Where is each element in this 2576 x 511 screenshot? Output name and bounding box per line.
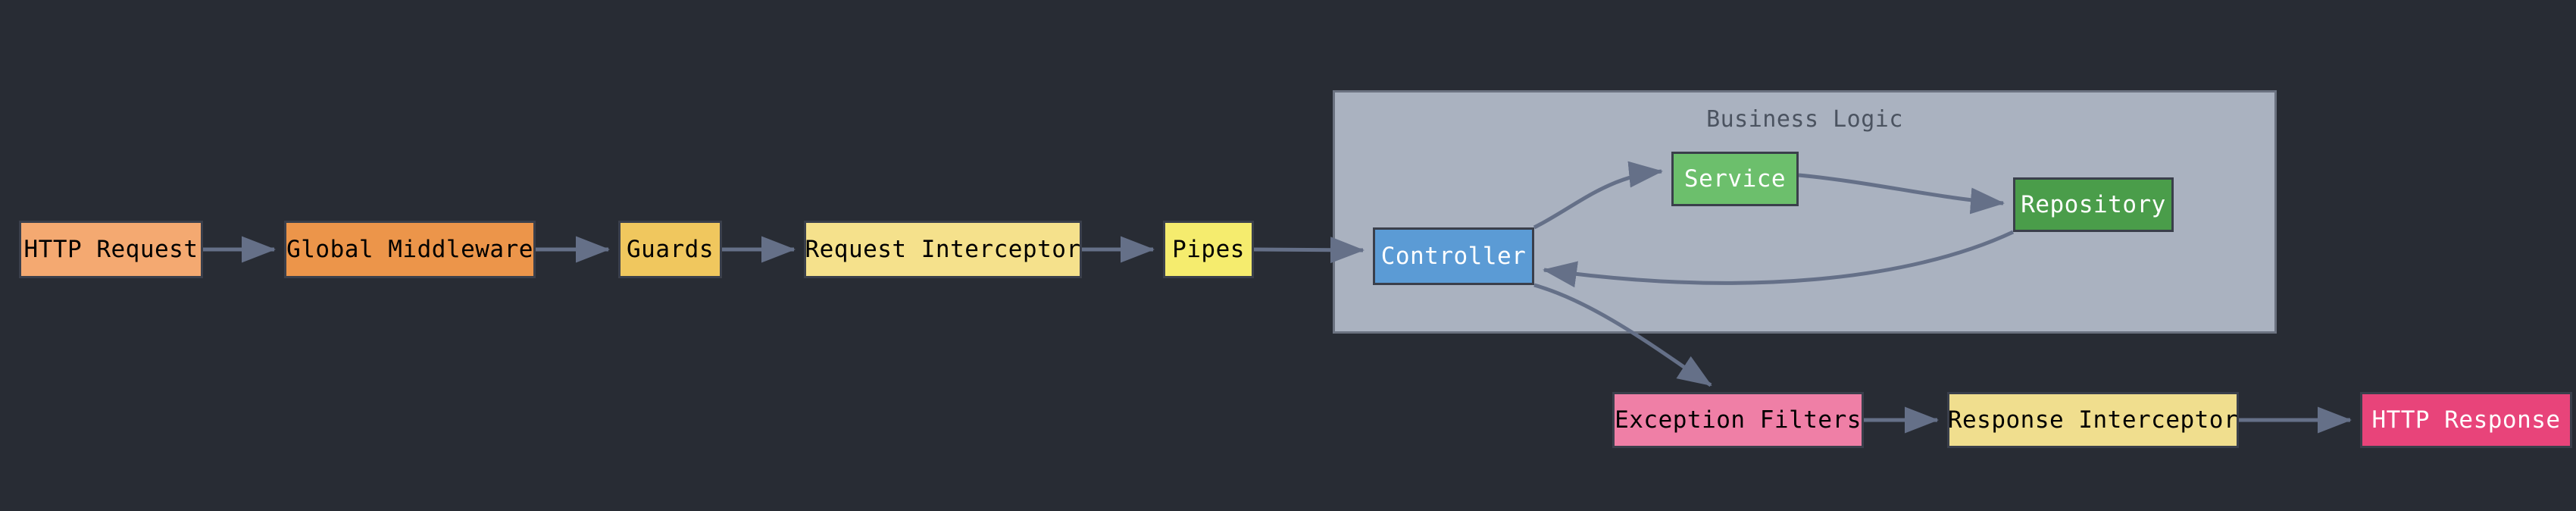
node-http-response[interactable]: HTTP Response xyxy=(2360,392,2572,448)
node-label-service: Service xyxy=(1683,165,1787,193)
node-label-exception-filters: Exception Filters xyxy=(1615,406,1862,434)
node-label-response-interceptor: Response Interceptor xyxy=(1947,406,2239,434)
node-service[interactable]: Service xyxy=(1671,152,1799,206)
node-guards[interactable]: Guards xyxy=(618,221,722,278)
node-global-middleware[interactable]: Global Middleware xyxy=(284,221,536,278)
node-label-request-interceptor: Request Interceptor xyxy=(805,235,1081,263)
node-repository[interactable]: Repository xyxy=(2013,177,2174,232)
node-pipes[interactable]: Pipes xyxy=(1163,221,1254,278)
cluster-title-business-logic: Business Logic xyxy=(1706,106,1903,133)
node-exception-filters[interactable]: Exception Filters xyxy=(1612,392,1864,448)
node-label-guards: Guards xyxy=(627,235,714,263)
node-request-interceptor[interactable]: Request Interceptor xyxy=(804,221,1082,278)
node-label-repository: Repository xyxy=(2021,190,2166,218)
node-controller[interactable]: Controller xyxy=(1373,227,1534,285)
node-label-global-middleware: Global Middleware xyxy=(286,235,533,263)
node-label-controller: Controller xyxy=(1380,242,1527,270)
node-label-pipes: Pipes xyxy=(1172,235,1245,263)
node-response-interceptor[interactable]: Response Interceptor xyxy=(1947,392,2239,448)
node-label-http-request: HTTP Request xyxy=(23,235,199,263)
node-http-request[interactable]: HTTP Request xyxy=(19,221,203,278)
node-label-http-response: HTTP Response xyxy=(2371,406,2561,434)
